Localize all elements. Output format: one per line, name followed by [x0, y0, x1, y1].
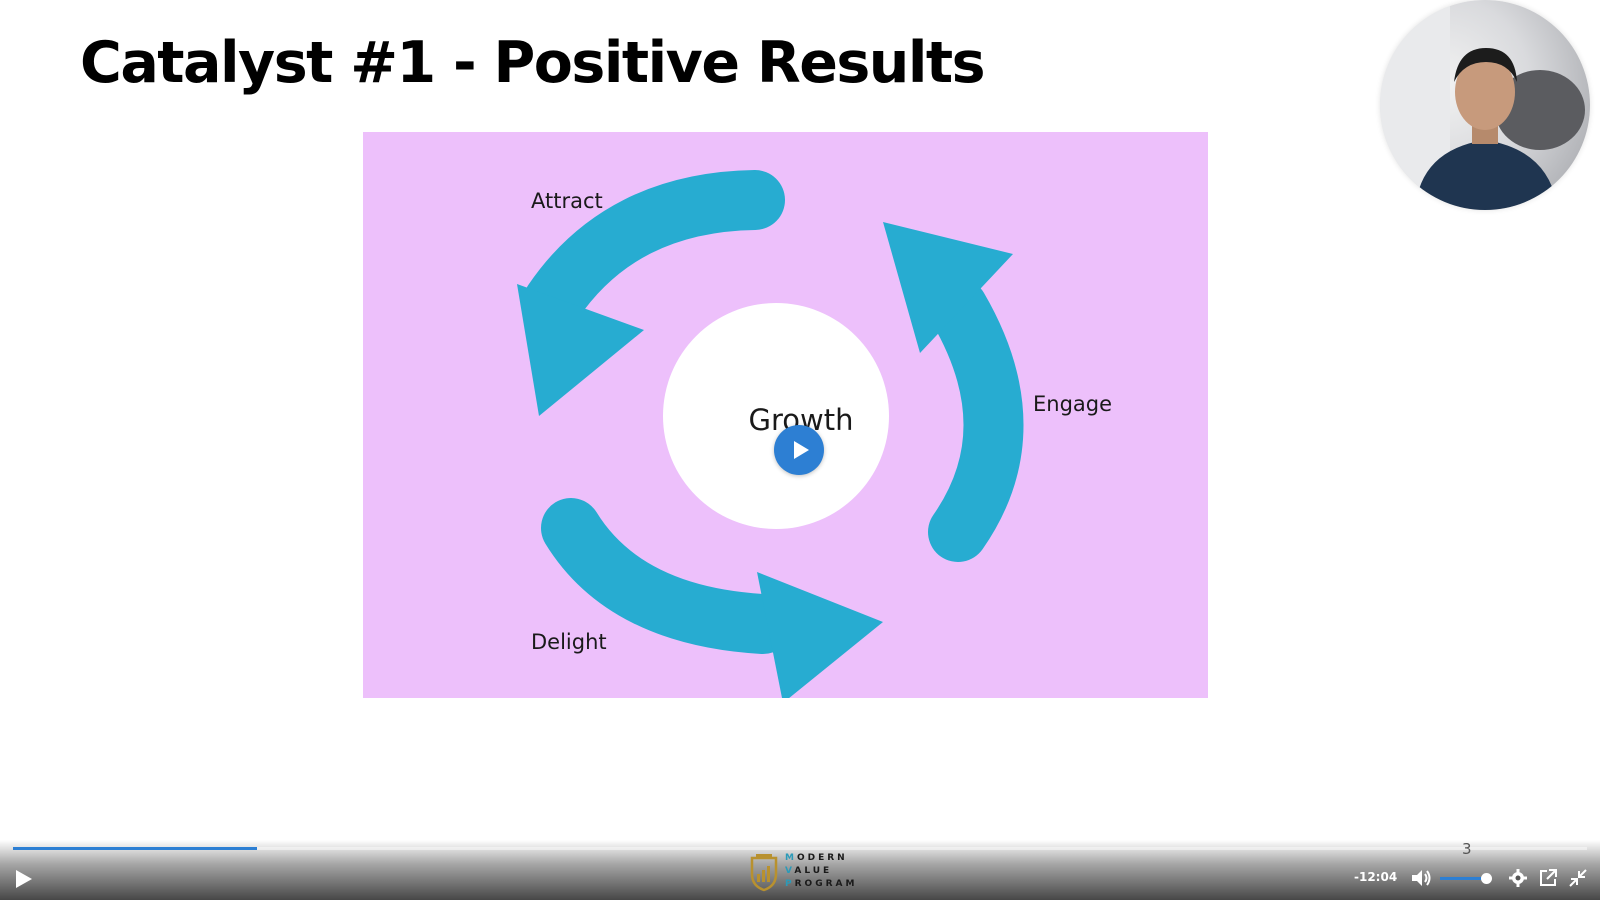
popout-icon [1540, 869, 1557, 886]
attract-arrow [523, 170, 785, 332]
brand-wordmark: MODERN VALUE PROGRAM [785, 853, 858, 889]
video-controls-bar: MODERN VALUE PROGRAM -12:04 3 [0, 840, 1600, 900]
attract-label: Attract [531, 189, 603, 213]
cycle-arrows [517, 170, 1024, 698]
engage-arrow [928, 278, 1024, 562]
engage-arrowhead [883, 222, 1013, 353]
collapse-icon [1569, 869, 1587, 887]
shield-icon [750, 854, 778, 892]
delight-arrow [541, 498, 793, 654]
progress-bar[interactable] [13, 847, 1587, 850]
slide-title: Catalyst #1 - Positive Results [80, 30, 986, 96]
delight-label: Delight [531, 630, 607, 654]
time-remaining: -12:04 [1354, 870, 1398, 884]
volume-knob[interactable] [1481, 873, 1492, 884]
volume-number: 3 [1462, 840, 1472, 858]
mute-button[interactable] [1410, 868, 1432, 888]
attract-arrowhead [517, 284, 644, 416]
play-icon [16, 870, 32, 888]
center-play-button[interactable] [774, 425, 824, 475]
presenter-silhouette [1380, 0, 1585, 210]
delight-arrowhead [757, 572, 883, 698]
center-circle [663, 303, 889, 529]
volume-slider[interactable] [1440, 873, 1492, 884]
settings-button[interactable] [1508, 868, 1528, 888]
exit-fullscreen-button[interactable] [1568, 868, 1588, 888]
popout-button[interactable] [1538, 868, 1558, 888]
gear-icon [1509, 869, 1527, 887]
presenter-webcam [1380, 0, 1590, 210]
volume-icon [1412, 870, 1431, 886]
growth-cycle-diagram: Attract Engage Delight Growth [363, 132, 1208, 698]
engage-label: Engage [1033, 392, 1113, 416]
volume-fill [1440, 877, 1486, 880]
progress-fill [13, 847, 257, 850]
play-button[interactable] [10, 866, 36, 892]
brand-logo [748, 852, 868, 892]
